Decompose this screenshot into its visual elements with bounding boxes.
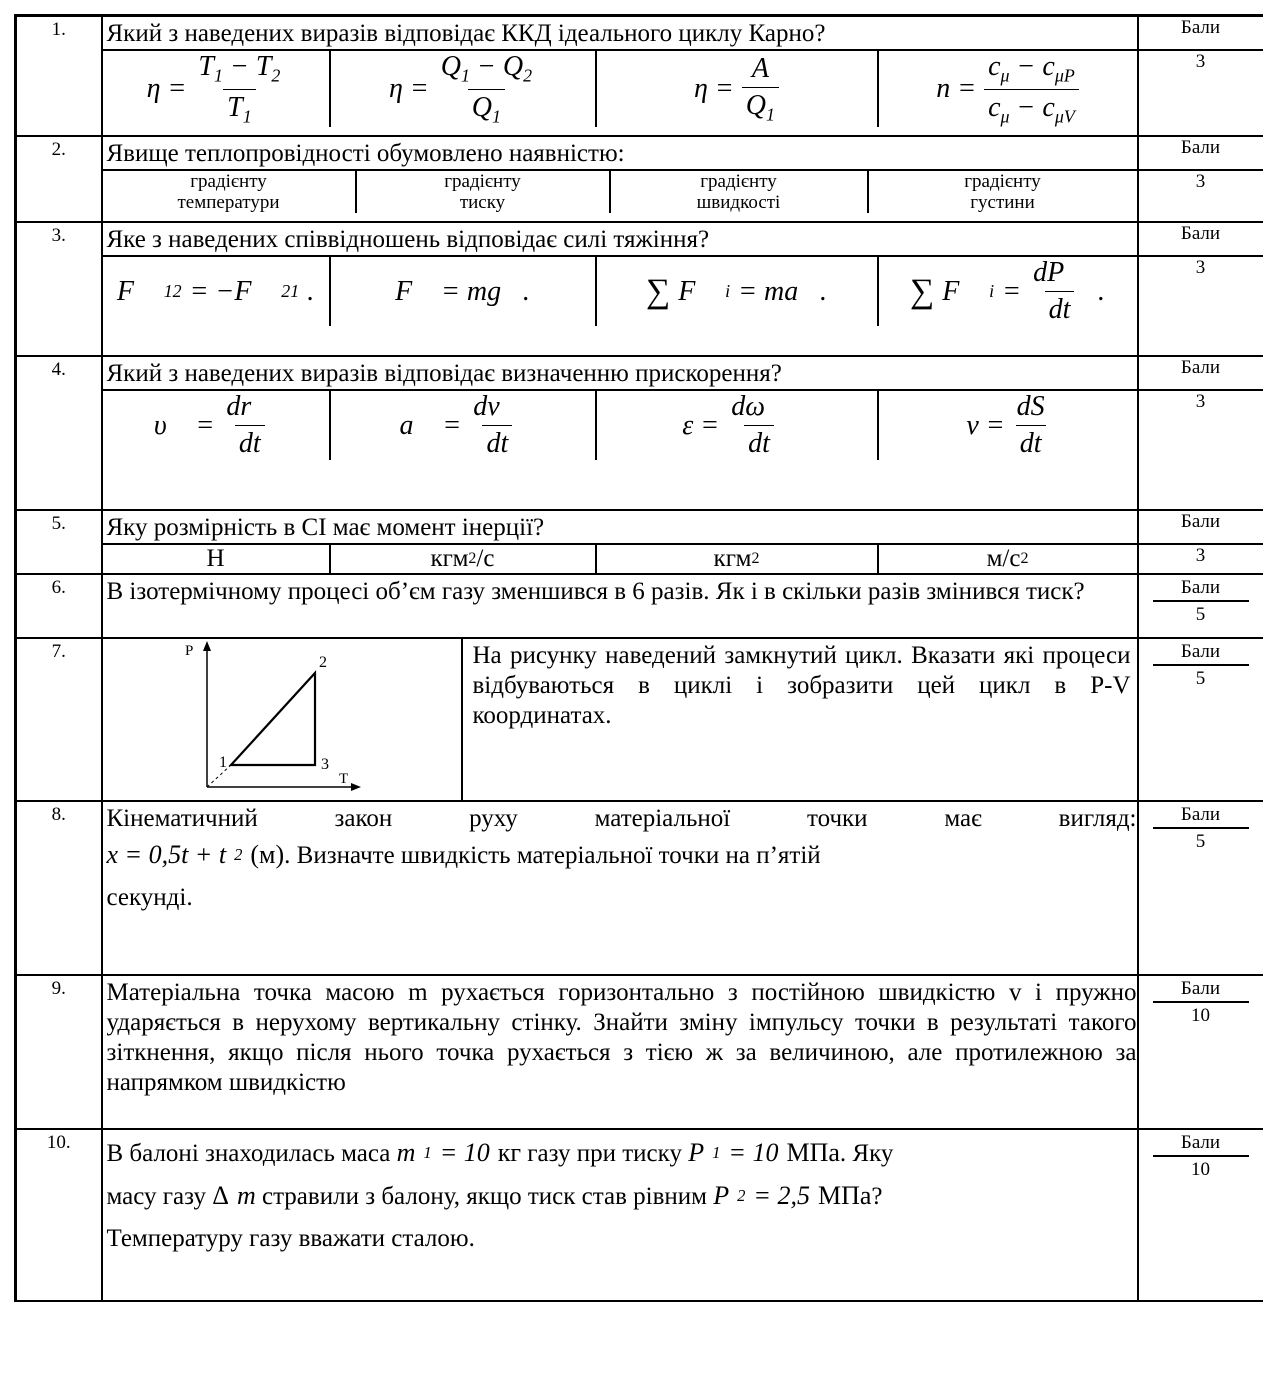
point-label-3: 3 [321,756,329,773]
answer-option[interactable]: F⃗ = mg⃗. [331,257,597,326]
question-text: Явище теплопровідності обумовлено наявні… [100,135,1139,171]
score-label: Бали [1136,135,1263,171]
answer-option[interactable]: Н [103,545,331,573]
axis-label-p: P [185,643,193,659]
question-number: 2. [14,135,103,223]
question-text: Яку розмірність в СІ має момент інерції? [100,509,1139,545]
score-label: Бали [1136,355,1263,391]
score-label: Бали [1136,509,1263,545]
question-number: 5. [14,509,103,575]
questions-table: 1. Який з наведених виразів відповідає К… [14,14,1263,1302]
question-text: Який з наведених виразів відповідає визн… [100,355,1139,391]
answer-options: F⃗12 = −F⃗21. F⃗ = mg⃗. ∑F⃗i = ma⃗. ∑F⃗i… [100,255,1139,357]
question-text: В ізотермічному процесі об’єм газу зменш… [100,573,1139,639]
pt-cycle-svg: P T 2 1 3 [185,641,361,791]
question-text: Кінематичний закон руху матеріальної точ… [100,800,1139,976]
point-label-1: 1 [219,754,227,771]
answer-option[interactable]: a⃗ =dv⃗dt [331,391,597,460]
point-label-2: 2 [319,654,327,671]
question-number: 3. [14,221,103,357]
answer-option[interactable]: F⃗12 = −F⃗21. [103,257,331,326]
question-number: 6. [14,573,103,639]
score-value: 3 [1136,389,1263,511]
score-value: 3 [1136,255,1263,357]
answer-option[interactable]: ∑F⃗i = ma⃗. [597,257,879,326]
question-number: 9. [14,974,103,1130]
score-label: Бали [1136,221,1263,257]
question-body: P T 2 1 3 На рисунку наведений замкнутий… [100,637,1139,802]
answer-option[interactable]: ∑F⃗i =dP⃗dt. [910,257,1105,325]
question-text: Матеріальна точка масою m рухається гори… [100,974,1139,1130]
question-text: Яке з наведених співвідношень відповідає… [100,221,1139,257]
question-text: На рисунку наведений замкнутий цикл. Вка… [472,642,1131,729]
question-number: 8. [14,800,103,976]
question-number: 1. [14,14,103,137]
score-value: 3 [1136,169,1263,223]
score-value: 3 [1136,49,1263,137]
cycle-diagram: P T 2 1 3 [103,639,463,800]
question-number: 4. [14,355,103,511]
answer-option[interactable]: ε =dω⃗dt [597,391,879,460]
score-value: 3 [1136,543,1263,575]
answer-option[interactable]: υ⃗ =dr⃗dt [103,391,331,460]
question-number: 10. [14,1128,103,1302]
score-label: Бали [1136,14,1263,51]
question-text: Який з наведених виразів відповідає ККД … [100,14,1139,51]
axis-label-t: T [339,771,348,787]
question-number: 7. [14,637,103,802]
